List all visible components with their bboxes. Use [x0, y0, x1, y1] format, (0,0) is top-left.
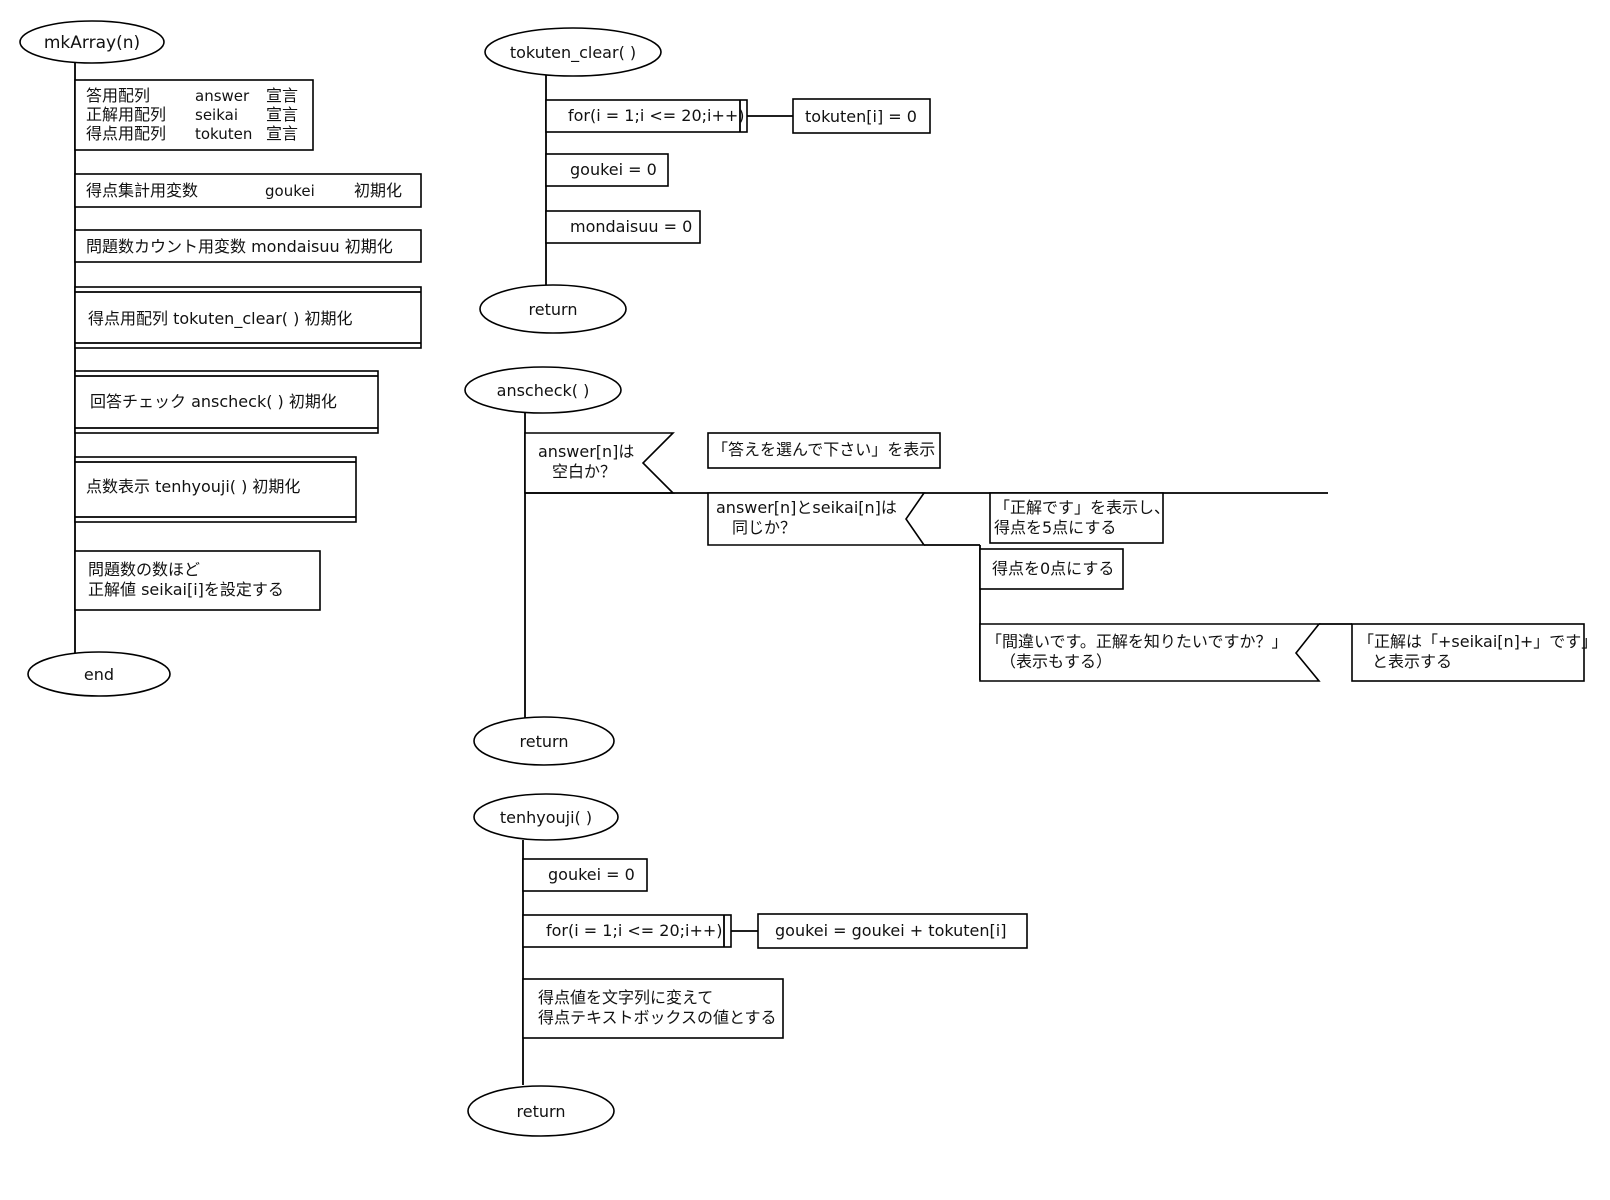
declare-word-3: 宣言 [266, 124, 298, 143]
tenhyouji-output-box [522, 978, 784, 1039]
goukei-var: goukei [265, 182, 315, 200]
tokuten-clear-chart: tokuten_clear( ) for(i = 1;i <= 20;i++) … [479, 27, 931, 334]
anscheck-cond2-line1: answer[n]とseikai[n]は [716, 498, 897, 517]
declare-var-answer: answer [195, 87, 250, 105]
tokuten-clear-loop-box [545, 99, 748, 133]
mkarray-chart: mkArray(n) 答用配列 answer 宣言 正解用配列 seikai 宣… [19, 20, 422, 697]
anscheck-title: anscheck( ) [497, 381, 590, 400]
tenhyouji-title: tenhyouji( ) [500, 808, 592, 827]
seikai-set-line1: 問題数の数ほど [88, 560, 200, 579]
goukei-label: 得点集計用変数 [86, 181, 198, 200]
tokuten-clear-return-label: return [529, 300, 578, 319]
declare-label-tokuten-array: 得点用配列 [86, 124, 166, 143]
anscheck-cond1-box [524, 432, 675, 494]
tokuten-clear-goukei-box [545, 153, 669, 187]
tenhyouji-chart: tenhyouji( ) goukei = 0 for(i = 1;i <= 2… [467, 793, 1028, 1137]
declare-label-seikai-array: 正解用配列 [86, 105, 166, 124]
tokuten-clear-goukei-text: goukei = 0 [570, 160, 657, 179]
anscheck-cond3-line2: （表示もする） [1000, 652, 1112, 671]
declare-label-answer-array: 答用配列 [86, 86, 150, 105]
tenhyouji-loop-box [522, 914, 732, 948]
anscheck-cond1-line1: answer[n]は [538, 442, 634, 461]
seikai-set-line2: 正解値 seikai[i]を設定する [88, 580, 284, 599]
anscheck-start-terminal [464, 366, 622, 414]
tenhyouji-loop-text: for(i = 1;i <= 20;i++) [546, 921, 723, 940]
anscheck-cond3-yes-line1: 「正解は「+seikai[n]+」です」 [1358, 632, 1597, 651]
tenhyouji-return-terminal [467, 1085, 615, 1137]
anscheck-cond1-line2: 空白か？ [552, 462, 616, 481]
tokuten-clear-call-text: 得点用配列 tokuten_clear( ) 初期化 [88, 309, 352, 329]
mkarray-end-terminal [27, 651, 171, 697]
anscheck-cond3-box [979, 623, 1321, 682]
tokuten-clear-title: tokuten_clear( ) [510, 43, 636, 63]
tenhyouji-goukei-text: goukei = 0 [548, 865, 635, 884]
tokuten-clear-mondaisuu-box [545, 210, 701, 244]
anscheck-cond2-yes-line1: 「正解です」を表示し、 [994, 498, 1170, 517]
tenhyouji-output-line1: 得点値を文字列に変えて [538, 988, 713, 1007]
tokuten-clear-loop-body-text: tokuten[i] = 0 [805, 107, 917, 126]
tokuten-clear-mondaisuu-text: mondaisuu = 0 [570, 217, 692, 236]
declare-word-2: 宣言 [266, 105, 298, 124]
anscheck-cond2-yes-box [989, 492, 1164, 544]
tenhyouji-return-label: return [517, 1102, 566, 1121]
tenhyouji-call-text: 点数表示 tenhyouji( ) 初期化 [86, 477, 300, 496]
mkarray-end-label: end [84, 665, 114, 684]
anscheck-return-label: return [520, 732, 569, 751]
mkarray-tokuten-clear-call [74, 286, 422, 349]
tenhyouji-start-terminal [473, 793, 619, 841]
anscheck-cond2-line2: 同じか？ [732, 518, 796, 537]
mkarray-tenhyouji-call [74, 456, 357, 523]
anscheck-cond3-yes-box [1351, 623, 1585, 682]
mkarray-goukei-box [74, 173, 422, 208]
tokuten-clear-loop-text: for(i = 1;i <= 20;i++) [568, 106, 745, 125]
anscheck-cond3-line1: 「間違いです。正解を知りたいですか？」 [986, 632, 1287, 651]
tenhyouji-loop-body [757, 913, 1028, 949]
declare-var-seikai: seikai [195, 106, 238, 124]
anscheck-cond1-yes-text: 「答えを選んで下さい」を表示 [712, 440, 935, 459]
anscheck-cond2-no-text: 得点を0点にする [992, 559, 1114, 578]
declare-var-tokuten: tokuten [195, 125, 252, 143]
mkarray-declare-box [74, 79, 314, 151]
tenhyouji-goukei-box [522, 858, 648, 892]
anscheck-chart: anscheck( ) answer[n]は 空白か？ 「答えを選んで下さい」を… [464, 366, 1597, 766]
mkarray-mondaisuu-box [74, 229, 422, 263]
tokuten-clear-return-terminal [479, 284, 627, 334]
anscheck-call-text: 回答チェック anscheck( ) 初期化 [90, 392, 337, 411]
anscheck-cond2-yes-line2: 得点を5点にする [994, 518, 1116, 537]
tokuten-clear-loop-body [792, 98, 931, 134]
mkarray-anscheck-call [74, 370, 379, 434]
mkarray-seikai-set-box [74, 550, 321, 611]
mondaisuu-text: 問題数カウント用変数 mondaisuu 初期化 [86, 237, 393, 256]
anscheck-cond2-box [707, 492, 926, 546]
tenhyouji-output-line2: 得点テキストボックスの値とする [538, 1008, 777, 1027]
anscheck-cond1-yes-box [707, 432, 941, 469]
mkarray-title: mkArray(n) [44, 33, 140, 53]
mkarray-start-terminal [19, 20, 165, 64]
anscheck-cond2-no-box [979, 548, 1124, 590]
tokuten-clear-start-terminal [484, 27, 662, 77]
anscheck-return-terminal [473, 716, 615, 766]
tenhyouji-loop-body-text: goukei = goukei + tokuten[i] [775, 921, 1006, 940]
goukei-init-word: 初期化 [354, 181, 402, 200]
declare-word-1: 宣言 [266, 86, 298, 105]
anscheck-cond3-yes-line2: と表示する [1372, 652, 1452, 671]
